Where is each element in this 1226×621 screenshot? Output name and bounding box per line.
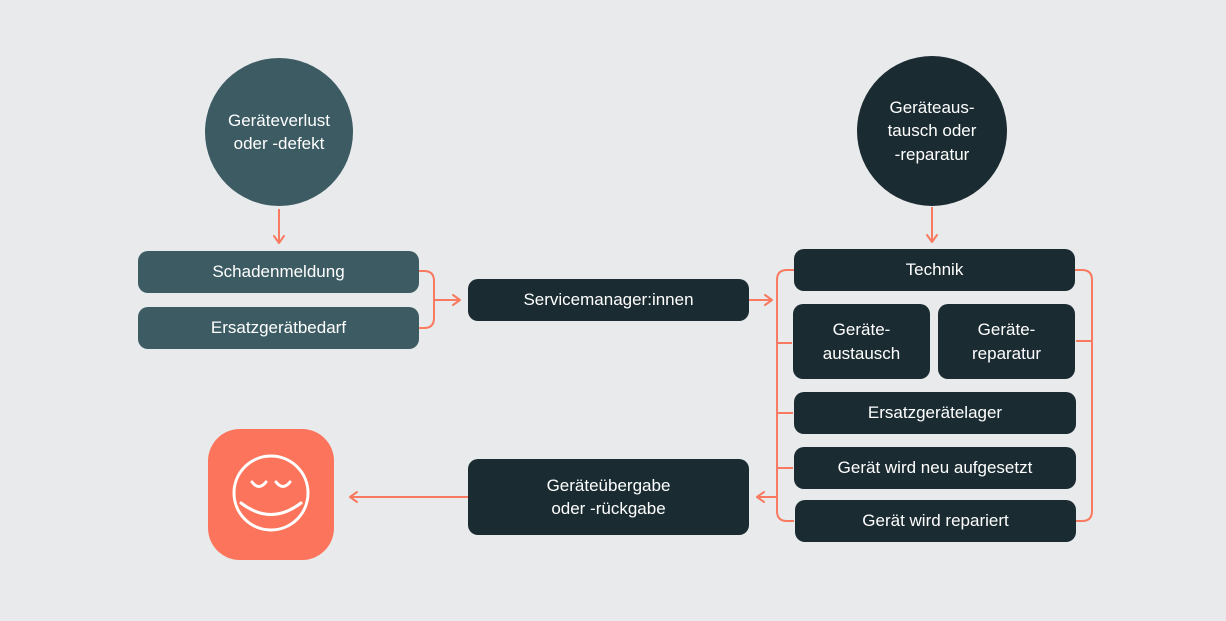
node-servicemanager: Servicemanager:innen: [468, 279, 749, 321]
node-geraeteuebergabe: Geräteübergabe oder -rückgabe: [468, 459, 749, 535]
node-label: Ersatzgerätelager: [867, 403, 1003, 423]
node-ersatzgeraetelager: Ersatzgerätelager: [794, 392, 1076, 434]
node-schadenmeldung: Schadenmeldung: [138, 251, 419, 293]
node-geraeteverlust: Geräteverlust oder -defekt: [205, 58, 353, 206]
node-label: Geräteverlust oder -defekt: [227, 110, 331, 153]
happy-face-icon: [232, 454, 310, 532]
node-technik: Technik: [794, 249, 1075, 291]
node-ersatzgeraetbedarf: Ersatzgerätbedarf: [138, 307, 419, 349]
node-geraeteaustausch-start: Geräteaus- tausch oder -reparatur: [857, 56, 1007, 206]
connector-technik-left-bracket: [776, 269, 794, 522]
node-label: Gerät wird repariert: [862, 511, 1009, 531]
connector-meldung-bracket: [419, 270, 435, 329]
node-label: Schadenmeldung: [212, 262, 345, 282]
node-label: Geräteaus- tausch oder -reparatur: [887, 97, 977, 164]
node-label: Geräteübergabe oder -rückgabe: [546, 475, 671, 518]
node-geraet-neu-aufgesetzt: Gerät wird neu aufgesetzt: [794, 447, 1076, 489]
node-label: Geräte- reparatur: [972, 320, 1041, 363]
node-geraete-reparatur: Geräte- reparatur: [938, 304, 1075, 379]
node-label: Ersatzgerätbedarf: [210, 318, 347, 338]
node-label: Technik: [905, 260, 964, 280]
node-geraet-repariert: Gerät wird repariert: [795, 500, 1076, 542]
node-geraete-austausch: Geräte- austausch: [793, 304, 930, 379]
node-label: Servicemanager:innen: [523, 290, 694, 310]
node-label: Gerät wird neu aufgesetzt: [837, 458, 1033, 478]
connector-technik-right-bracket: [1075, 269, 1093, 522]
node-label: Geräte- austausch: [822, 320, 901, 363]
end-node-smiley: [208, 429, 334, 560]
